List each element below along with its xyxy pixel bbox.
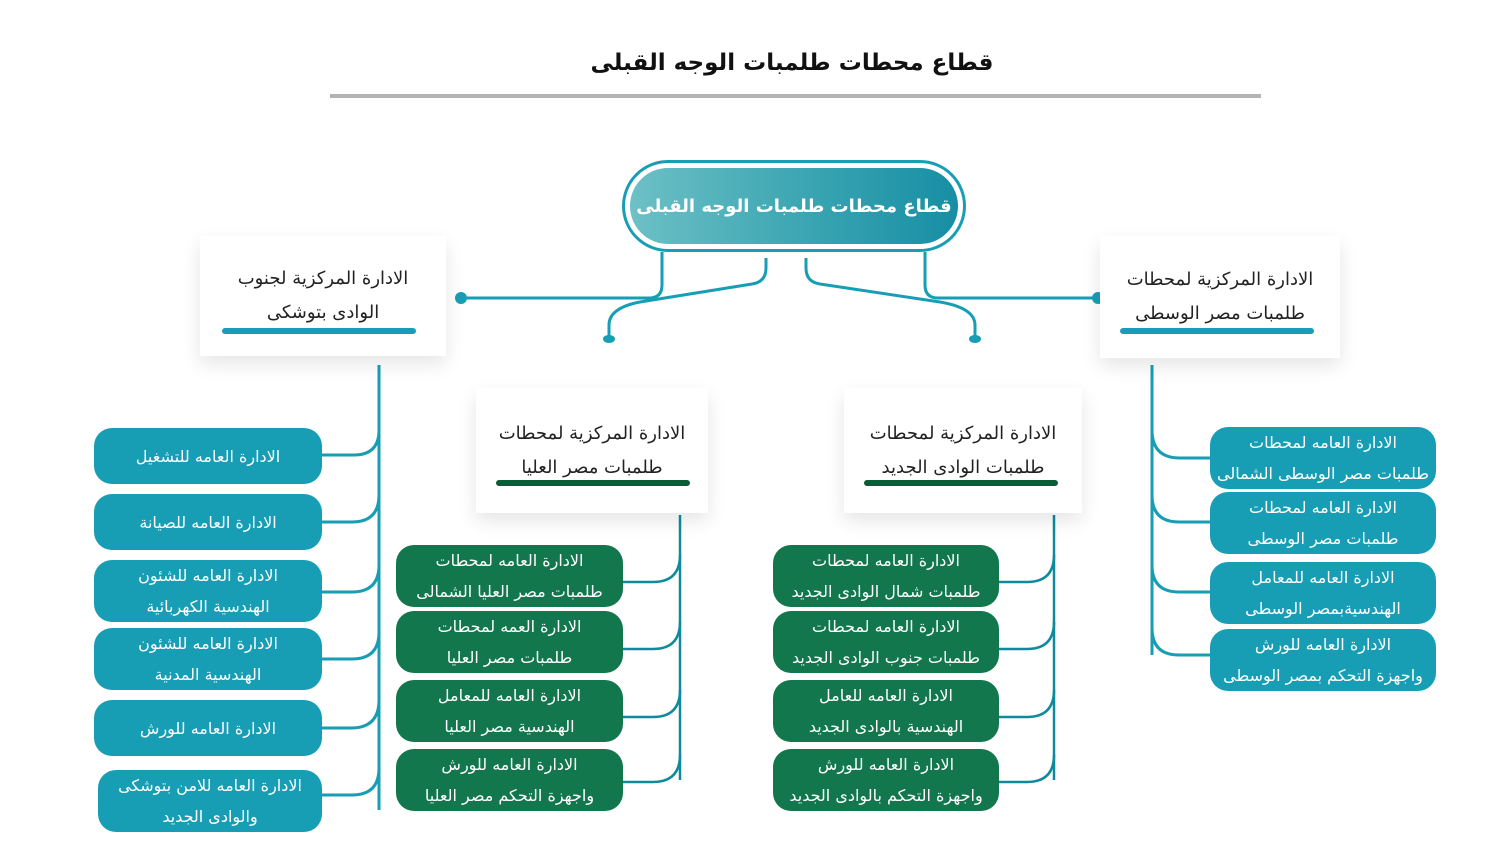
unit-label: طلمبات مصر العليا <box>446 648 573 667</box>
unit-label: الهندسية مصر العليا <box>444 717 575 736</box>
connector-root-south <box>461 252 664 300</box>
dept-card-line: الادارة المركزية لمحطات <box>869 422 1057 444</box>
unit-south-1[interactable]: الادارة العامه للتشغيل <box>94 428 322 484</box>
unit-south-2[interactable]: الادارة العامه للصيانة <box>94 494 322 550</box>
connector-root-middle <box>923 252 1098 300</box>
dept-underline <box>864 480 1058 486</box>
dept-underline <box>1120 328 1314 334</box>
unit-label: الادارة العامه للشئون <box>138 566 278 585</box>
connector-dot <box>455 292 467 304</box>
unit-middle-2[interactable]: الادارة العامه لمحطات طلمبات مصر الوسطى <box>1210 492 1436 554</box>
unit-label: الادارة العامه للورش <box>817 755 955 774</box>
dept-card-upper[interactable]: الادارة المركزية لمحطات طلمبات مصر العلي… <box>476 388 708 513</box>
unit-label: الادارة العامه للشئون <box>138 634 278 653</box>
unit-south-4[interactable]: الادارة العامه للشئون الهندسية المدنية <box>94 628 322 690</box>
unit-south-6[interactable]: الادارة العامه للامن بتوشكى والوادى الجد… <box>98 770 322 832</box>
dept-card-south[interactable]: الادارة المركزية لجنوب الوادى بتوشكى <box>200 236 446 356</box>
unit-label: الادارة العامه للصيانة <box>139 512 277 532</box>
connector-dot <box>969 335 981 343</box>
unit-label: الادارة العامه للمعامل <box>1251 568 1395 587</box>
dept-card-line: الادارة المركزية لمحطات <box>1126 269 1314 290</box>
title-divider <box>330 94 1261 98</box>
unit-label: طلمبات مصر العليا الشمالى <box>416 582 603 601</box>
unit-newvalley-1[interactable]: الادارة العامه لمحطات طلمبات شمال الوادى… <box>773 545 999 607</box>
unit-label: الهندسيةبمصر الوسطى <box>1245 599 1401 618</box>
unit-label: الادارة العامه للعامل <box>819 686 953 705</box>
dept-card-line: طلمبات الوادى الجديد <box>881 456 1045 478</box>
connector-root-upper <box>607 258 768 338</box>
unit-label: الادارة العامه لمحطات <box>812 617 960 636</box>
unit-label: الهندسية الكهربائية <box>146 597 270 616</box>
dept-card-line: طلمبات مصر الوسطى <box>1135 303 1305 324</box>
root-node[interactable]: قطاع محطات طلمبات الوجه القبلى <box>622 160 966 252</box>
unit-upper-2[interactable]: الادارة العمه لمحطات طلمبات مصر العليا <box>396 611 623 673</box>
unit-south-5[interactable]: الادارة العامه للورش <box>94 700 322 756</box>
connector-root-newvalley <box>804 258 977 338</box>
unit-label: طلمبات جنوب الوادى الجديد <box>792 648 980 667</box>
dept-underline <box>496 480 690 486</box>
unit-label: الهندسية بالوادى الجديد <box>808 717 964 736</box>
unit-newvalley-3[interactable]: الادارة العامه للعامل الهندسية بالوادى ا… <box>773 680 999 742</box>
unit-label: الادارة العامه للورش <box>1254 635 1392 654</box>
dept-card-line: الادارة المركزية لجنوب <box>237 268 409 289</box>
unit-upper-1[interactable]: الادارة العامه لمحطات طلمبات مصر العليا … <box>396 545 623 607</box>
unit-upper-4[interactable]: الادارة العامه للورش واجهزة التحكم مصر ا… <box>396 749 623 811</box>
unit-label: الادارة العامه للورش <box>441 755 578 774</box>
root-node-label: قطاع محطات طلمبات الوجه القبلى <box>630 168 958 244</box>
unit-label: الادارة العامه لمحطات <box>1249 433 1397 452</box>
page-title-wrap: قطاع محطات طلمبات الوجه القبلى <box>300 50 1284 76</box>
unit-label: الادارة العامه لمحطات <box>1249 498 1397 517</box>
unit-label: واجهزة التحكم بمصر الوسطى <box>1223 666 1423 685</box>
dept-card-line: الوادى بتوشكى <box>266 302 380 323</box>
unit-label: الادارة العامه للمعامل <box>437 686 582 705</box>
unit-middle-3[interactable]: الادارة العامه للمعامل الهندسيةبمصر الوس… <box>1210 562 1436 624</box>
dept-underline <box>222 328 416 334</box>
unit-label: واجهزة التحكم مصر العليا <box>424 786 595 805</box>
unit-label: الادارة العامه لمحطات <box>812 551 960 570</box>
unit-label: طلمبات مصر الوسطى الشمالى <box>1217 464 1429 483</box>
dept-card-line: طلمبات مصر العليا <box>521 456 663 478</box>
dept-card-newvalley[interactable]: الادارة المركزية لمحطات طلمبات الوادى ال… <box>844 388 1082 513</box>
unit-newvalley-2[interactable]: الادارة العامه لمحطات طلمبات جنوب الوادى… <box>773 611 999 673</box>
unit-label: الادارة العامه للامن بتوشكى <box>118 776 302 795</box>
page-title: قطاع محطات طلمبات الوجه القبلى <box>590 50 994 76</box>
unit-newvalley-4[interactable]: الادارة العامه للورش واجهزة التحكم بالوا… <box>773 749 999 811</box>
dept-card-line: الادارة المركزية لمحطات <box>498 422 686 444</box>
unit-upper-3[interactable]: الادارة العامه للمعامل الهندسية مصر العل… <box>396 680 623 742</box>
unit-middle-1[interactable]: الادارة العامه لمحطات طلمبات مصر الوسطى … <box>1210 427 1436 489</box>
unit-label: طلمبات مصر الوسطى <box>1247 529 1399 548</box>
unit-middle-4[interactable]: الادارة العامه للورش واجهزة التحكم بمصر … <box>1210 629 1436 691</box>
unit-south-3[interactable]: الادارة العامه للشئون الهندسية الكهربائي… <box>94 560 322 622</box>
connector-dot <box>603 335 615 343</box>
unit-label: الهندسية المدنية <box>154 665 262 684</box>
unit-label: طلمبات شمال الوادى الجديد <box>791 582 981 601</box>
unit-label: الادارة العمه لمحطات <box>437 617 582 636</box>
unit-label: والوادى الجديد <box>162 807 258 826</box>
dept-card-middle[interactable]: الادارة المركزية لمحطات طلمبات مصر الوسط… <box>1100 236 1340 358</box>
unit-label: الادارة العامه لمحطات <box>435 551 584 570</box>
unit-label: الادارة العامه للورش <box>139 718 277 738</box>
unit-label: الادارة العامه للتشغيل <box>135 446 281 466</box>
unit-label: واجهزة التحكم بالوادى الجديد <box>789 786 983 805</box>
